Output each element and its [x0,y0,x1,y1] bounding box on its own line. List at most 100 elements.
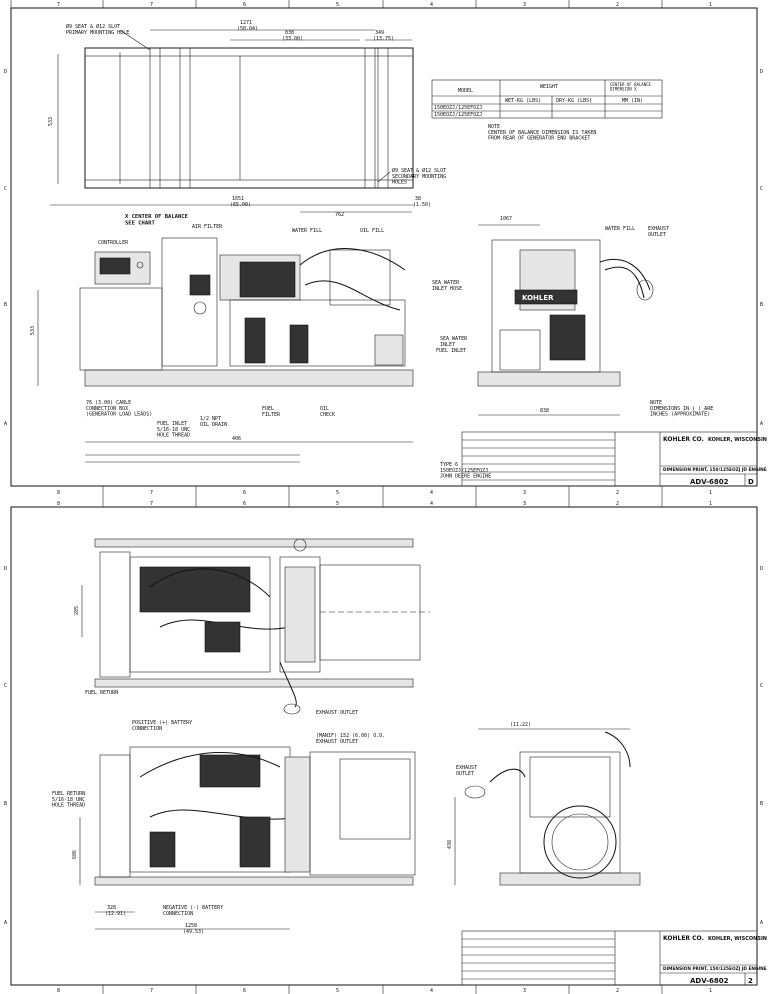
revision: D [748,478,754,486]
side-view-engine [94,746,416,886]
col-label: 8 [57,490,60,496]
col-label: 7 [150,501,153,507]
company-location: KOHLER, WISCONSIN [708,936,767,942]
col-label: 7 [150,2,153,8]
row-label: A [760,421,763,427]
col-label: 7 [57,2,60,8]
drawing-sheet-2: 8 7 6 5 4 3 2 1 8 7 6 5 4 3 2 1 D C B A … [0,497,768,994]
table-subheader: DRY-KG (LBS) [556,98,592,104]
oil-filter [289,324,309,364]
dim-text: (11.22) [510,722,531,728]
col-label: 6 [243,501,246,507]
col-label: 2 [616,2,619,8]
col-label: 8 [57,988,60,994]
table-header: WEIGHT [540,84,558,90]
sheet-border [10,7,758,487]
dim-text: (49.53) [183,929,204,935]
col-label: 6 [243,490,246,496]
dim-text: 762 [335,212,344,218]
table-header: MODEL [458,88,473,94]
top-view-base-frame [84,47,414,189]
dim-text: (65.00) [230,202,251,208]
company-name: KOHLER CO. [663,935,704,942]
col-label: 1 [709,501,712,507]
row-label: D [760,566,763,572]
dim-text: 686 [72,850,78,859]
col-label: 2 [616,988,619,994]
dim-text: 533 [48,117,54,126]
col-label: 3 [523,2,526,8]
dim-text: 838 [540,408,549,414]
dim-text: 1067 [500,216,512,222]
col-label: 5 [336,490,339,496]
row-label: D [760,69,763,75]
dim-text: (1.50) [413,202,431,208]
fuel-filter [244,317,266,364]
dim-text: 406 [232,436,241,442]
table-cell: 150EOZJ/125EFOZJ [434,105,482,111]
dim-text: 349 [375,30,384,36]
exhaust-outlet-top-label: EXHAUST OUTLET [316,710,358,716]
generator-housing-circle [543,805,617,879]
col-label: 5 [336,501,339,507]
col-label: 7 [150,988,153,994]
generator-end-side [309,751,416,876]
company-name: KOHLER CO. [663,436,704,443]
sheet-1-svg: 7 7 6 5 4 3 2 1 8 7 6 5 4 3 2 1 D C B A … [4,0,767,497]
sheet-border [10,506,758,986]
col-label: 7 [150,490,153,496]
dim-text: 1271 [240,20,252,26]
table-subheader: WET-KG (LBS) [505,98,541,104]
exhaust-outlet-side-label: (MANIF) 152 (6.00) O.D.EXHAUST OUTLET [316,733,385,745]
col-label: 2 [616,490,619,496]
row-label: D [4,69,7,75]
drawing-number: ADV-6802 [690,478,729,486]
col-label: 2 [616,501,619,507]
row-label: A [4,421,7,427]
col-label: 3 [523,490,526,496]
weight-table [431,79,663,119]
dim-text: (33.00) [282,36,303,42]
row-label: A [4,920,7,926]
col-label: 8 [57,501,60,507]
fuel-inlet-label: FUEL INLET [436,348,466,354]
row-label: B [4,302,7,308]
dim-text: 1651 [232,196,244,202]
row-label: B [760,801,763,807]
dim-text: (13.75) [373,36,394,42]
dim-text: 838 [285,30,294,36]
zone-ticks [102,0,663,497]
col-label: 1 [709,490,712,496]
col-label: 3 [523,501,526,507]
row-label: C [4,186,7,192]
col-label: 4 [430,988,433,994]
row-label: C [4,683,7,689]
col-label: 4 [430,501,433,507]
dim-text: 533 [30,326,36,335]
col-label: 4 [430,2,433,8]
dim-text: 1258 [185,923,197,929]
col-label: 6 [243,2,246,8]
sheet-number: 2 [748,977,753,985]
drawing-number: ADV-6802 [690,977,729,985]
col-label: 1 [709,988,712,994]
sheet-2-svg: 8 7 6 5 4 3 2 1 8 7 6 5 4 3 2 1 D C B A … [4,497,767,994]
row-label: B [760,302,763,308]
col-label: 5 [336,988,339,994]
